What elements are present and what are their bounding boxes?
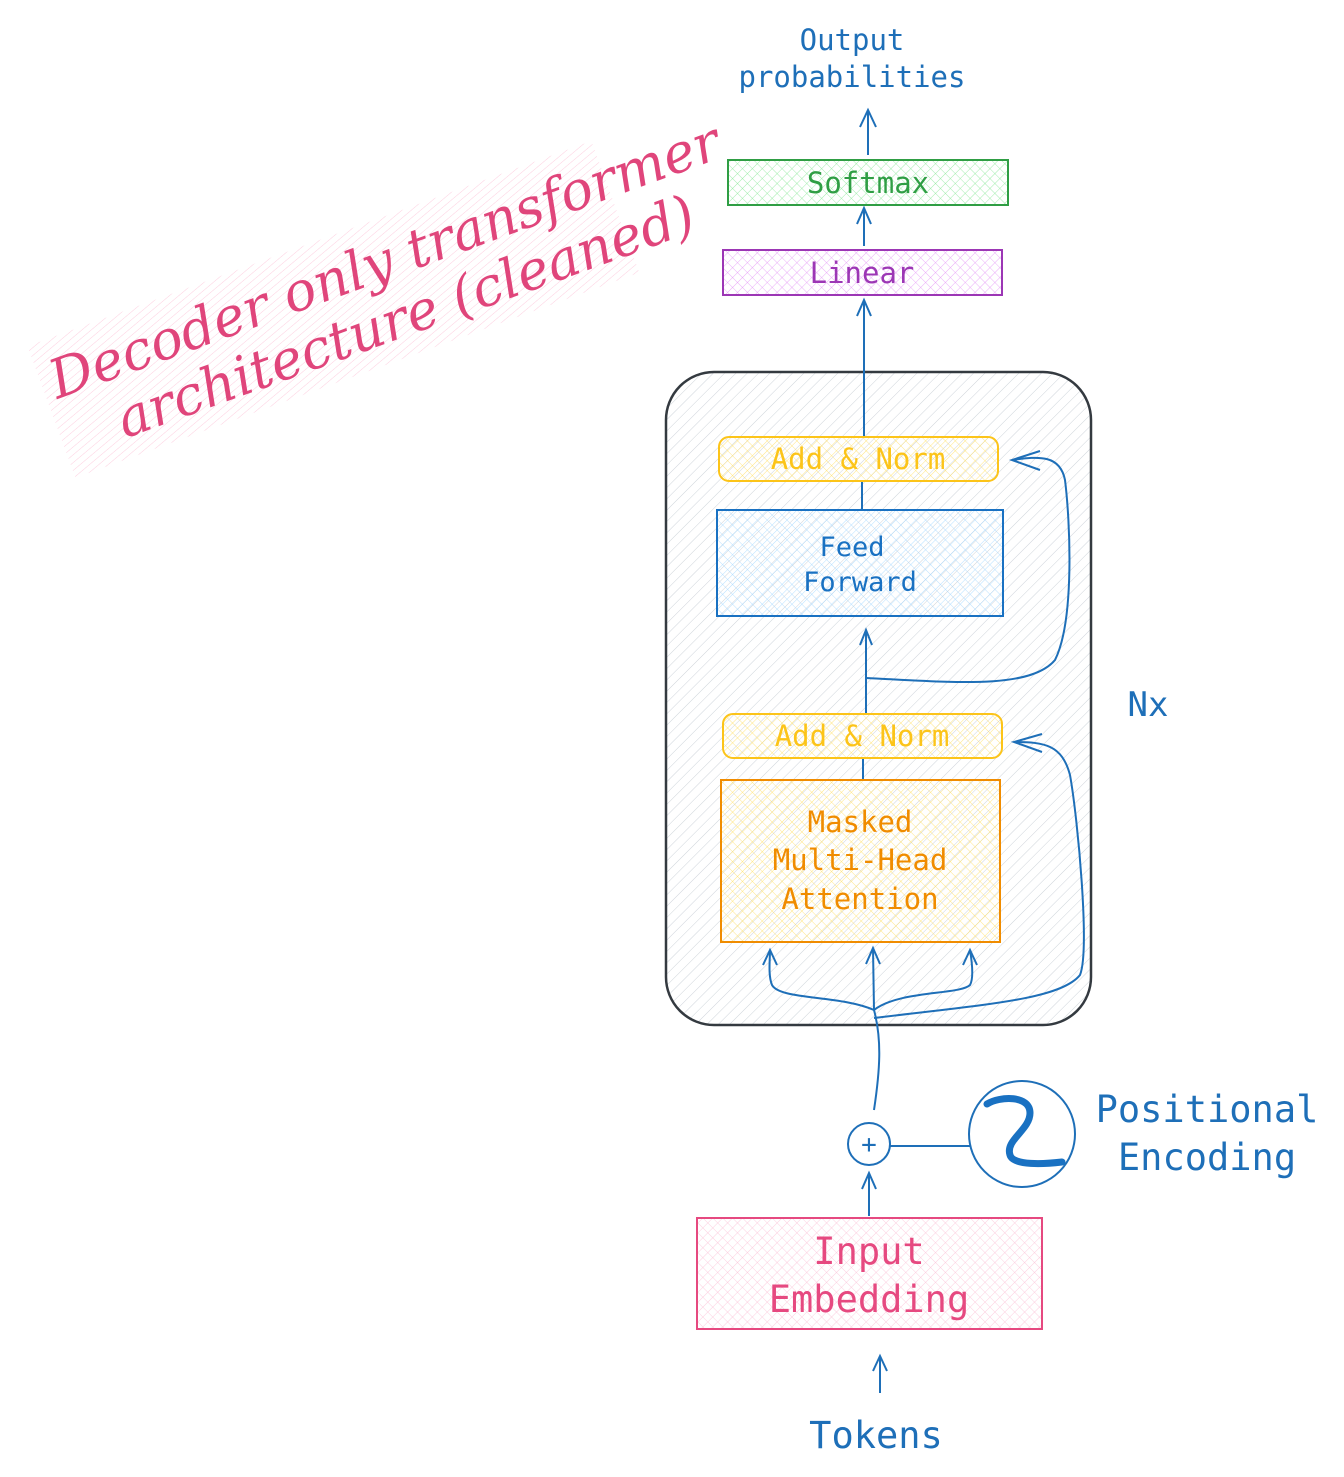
arrow-softmax-to-output xyxy=(859,107,877,155)
input-embedding-label-line-1: Input xyxy=(813,1230,924,1273)
attention-box: Masked Multi-Head Attention xyxy=(720,779,1001,943)
input-embedding-box: Input Embedding xyxy=(696,1217,1043,1330)
attention-label-line-2: Multi-Head xyxy=(773,843,948,877)
arrow-linear-to-softmax xyxy=(856,205,872,246)
input-embedding-label-line-2: Embedding xyxy=(769,1278,969,1321)
add-norm-top-label: Add & Norm xyxy=(771,442,946,476)
feed-forward-label-line-1: Feed xyxy=(819,532,884,563)
softmax-label: Softmax xyxy=(807,166,929,200)
softmax-box: Softmax xyxy=(727,159,1009,206)
arrow-embedding-to-plus xyxy=(861,1170,877,1216)
arrow-addnorm-to-ff xyxy=(859,627,873,713)
feed-forward-box: Feed Forward xyxy=(716,509,1004,617)
attention-label-line-1: Masked xyxy=(808,805,913,839)
add-positional-node: + xyxy=(847,1122,891,1166)
linear-label: Linear xyxy=(810,256,915,290)
add-norm-bottom-box: Add & Norm xyxy=(722,713,1003,759)
diagram-title: Decoder only transformer architecture (c… xyxy=(27,109,731,478)
repeat-label: Nx xyxy=(1128,685,1169,725)
positional-label-line-2: Encoding xyxy=(1118,1136,1296,1179)
attention-label-line-3: Attention xyxy=(781,882,938,916)
positional-label-line-1: Positional xyxy=(1096,1088,1319,1131)
plus-symbol: + xyxy=(861,1130,877,1160)
tokens-label: Tokens xyxy=(809,1414,943,1457)
feed-forward-label-line-2: Forward xyxy=(803,567,917,598)
output-label-line-2: probabilities xyxy=(739,60,966,94)
sine-wave-icon xyxy=(983,1095,1066,1168)
linear-box: Linear xyxy=(722,249,1003,296)
residual-arrow-top xyxy=(865,450,1071,684)
add-norm-top-box: Add & Norm xyxy=(718,436,999,482)
positional-encoding-node xyxy=(968,1080,1076,1188)
arrow-block-to-linear xyxy=(856,297,872,436)
arrow-tokens-to-embedding xyxy=(872,1353,888,1393)
attention-input-arrows xyxy=(762,733,1085,1111)
add-norm-bottom-label: Add & Norm xyxy=(775,719,950,753)
output-label-line-1: Output xyxy=(800,23,905,57)
